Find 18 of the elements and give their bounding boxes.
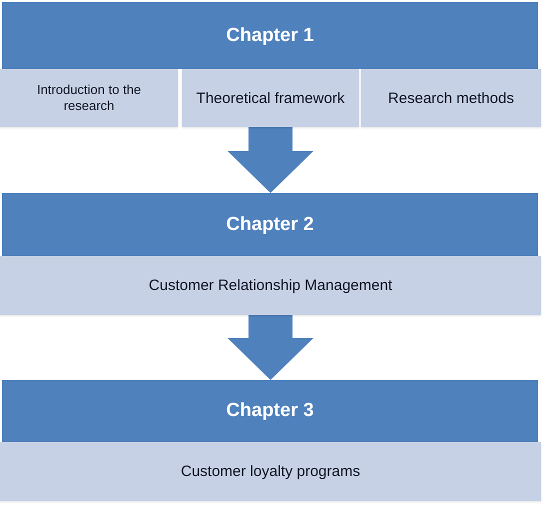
topic-label: Customer loyalty programs (180, 463, 360, 480)
chapter-banner (2, 380, 538, 442)
topic-label: Research methods (388, 90, 514, 106)
chapter-title: Chapter 2 (226, 214, 314, 236)
chapter-title: Chapter 1 (226, 24, 314, 46)
block-arrow (228, 315, 314, 380)
topic-box (0, 442, 541, 501)
block-arrow (228, 127, 314, 193)
topic-box (0, 69, 178, 127)
chapter-banner (2, 2, 538, 69)
chapter-banner (2, 193, 538, 256)
topic-label: Theoretical framework (196, 90, 345, 106)
topic-box (361, 69, 541, 127)
topic-label: Introduction to the research (36, 82, 142, 114)
topic-box (0, 256, 541, 315)
topic-box (182, 69, 359, 127)
chapter-title: Chapter 3 (226, 400, 314, 422)
topic-label: Customer Relationship Management (148, 277, 392, 294)
